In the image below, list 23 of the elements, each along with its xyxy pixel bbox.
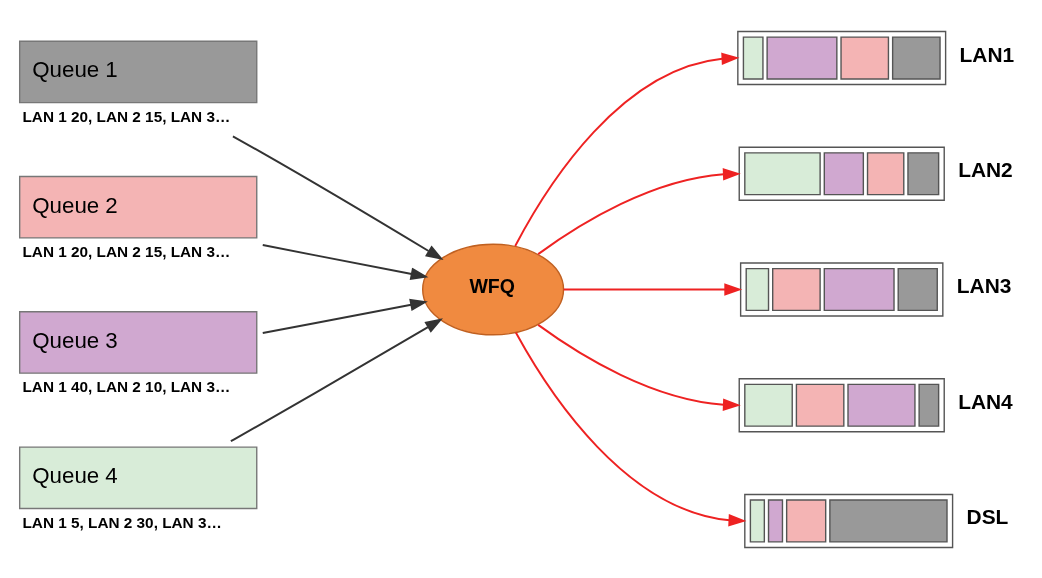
- node-bar: [738, 377, 945, 432]
- node-label: LAN 1 20, LAN 2 15, LAN 3…: [22, 107, 231, 125]
- node-label: LAN3: [956, 273, 1012, 297]
- arrow: [514, 52, 740, 247]
- node-label: DSL: [966, 504, 1009, 528]
- node-bar: [737, 30, 947, 85]
- node-label: LAN 1 40, LAN 2 10, LAN 3…: [22, 377, 231, 395]
- arrow: [231, 134, 444, 260]
- arrow: [514, 331, 747, 526]
- arrow: [261, 243, 429, 280]
- node-label: LAN 1 20, LAN 2 15, LAN 3…: [22, 242, 231, 260]
- arrow: [537, 323, 741, 411]
- arrow: [261, 298, 428, 334]
- node-label: LAN1: [959, 42, 1015, 65]
- arrow: [537, 167, 741, 255]
- node-label: LAN 1 5, LAN 2 30, LAN 3…: [22, 513, 222, 531]
- node-bar: [738, 146, 945, 201]
- node-label: LAN4: [958, 389, 1013, 413]
- node-bar: [744, 493, 954, 548]
- node-label: LAN2: [958, 157, 1013, 181]
- arrow: [229, 317, 443, 442]
- node-bar: [739, 261, 944, 317]
- arrow: [562, 282, 743, 296]
